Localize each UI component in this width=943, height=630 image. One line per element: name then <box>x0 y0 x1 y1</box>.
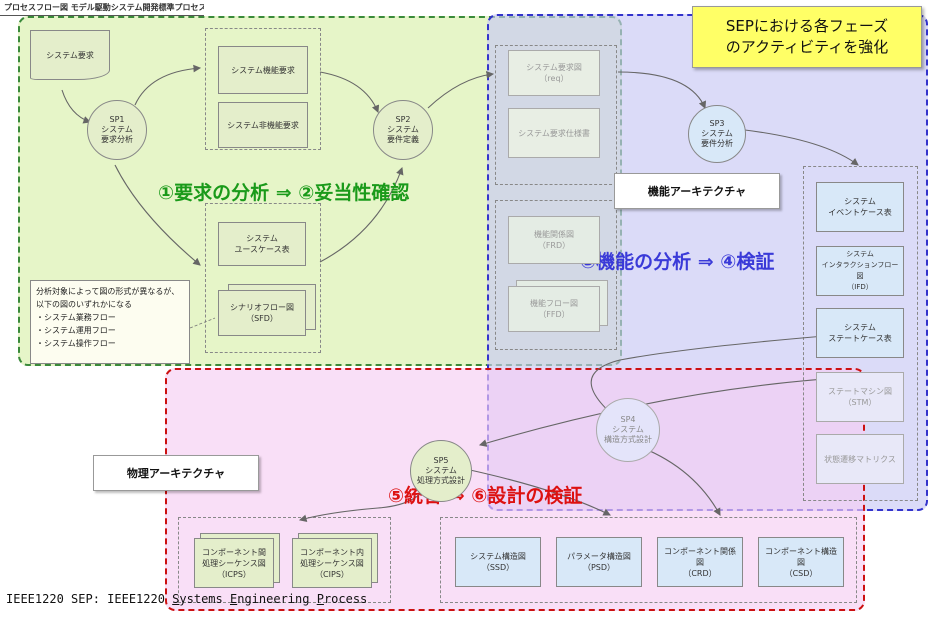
structure-group <box>440 517 857 603</box>
function-group <box>495 200 617 350</box>
process-sp2: SP2 システム 要件定義 <box>373 100 433 160</box>
doc-system-requirements: システム要求 <box>30 30 110 80</box>
doc-icps: コンポーネント間 処理シーケンス図 （ICPS） <box>194 538 274 588</box>
footer-prefix: IEEE1220 SEP: IEEE1220 <box>6 592 173 606</box>
doc-psd: パラメータ構造図 （PSD） <box>556 537 642 587</box>
footer-caption: IEEE1220 SEP: IEEE1220 Systems Engineeri… <box>6 592 367 606</box>
footer-word-process: rocess <box>323 592 368 606</box>
doc-usecase-table: システム ユースケース表 <box>218 222 306 266</box>
doc-state-matrix: 状態遷移マトリクス <box>816 434 904 484</box>
diagram-title: プロセスフロー図 モデル駆動システム開発標準プロセス <box>0 0 204 16</box>
footer-initial-s: S <box>172 592 180 606</box>
doc-req-spec: システム要求仕様書 <box>508 108 600 158</box>
doc-nonfunctional-req: システム非機能要求 <box>218 102 308 148</box>
doc-event-case: システム イベントケース表 <box>816 182 904 232</box>
callout-physical-architecture: 物理アーキテクチャ <box>93 455 259 491</box>
doc-stm: ステートマシン図 （STM） <box>816 372 904 422</box>
callout-functional-architecture: 機能アーキテクチャ <box>614 173 780 209</box>
footer-initial-e: E <box>229 592 238 606</box>
doc-state-case: システム ステートケース表 <box>816 308 904 358</box>
usecase-group <box>205 203 321 353</box>
blue-zone-label: ③機能の分析 ⇒ ④検証 <box>580 251 775 273</box>
doc-ifd: システム インタラクションフロー図 （IFD） <box>816 246 904 296</box>
doc-ssd: システム構造図 （SSD） <box>455 537 541 587</box>
process-sp5: SP5 システム 処理方式設計 <box>410 440 472 502</box>
doc-scenario-flow: シナリオフロー図 （SFD） <box>218 290 306 336</box>
process-sp3: SP3 システム 要件分析 <box>688 105 746 163</box>
note-analysis-target: 分析対象によって図の形式が異なるが、 以下の図のいずれかになる ・システム業務フ… <box>30 280 190 364</box>
doc-frd: 機能関係図 （FRD） <box>508 216 600 264</box>
req-doc-group <box>495 45 617 185</box>
footer-word-engineering: ngineering <box>237 592 317 606</box>
green-zone-label: ①要求の分析 ⇒ ②妥当性確認 <box>158 182 410 204</box>
doc-ffd: 機能フロー図 （FFD） <box>508 286 600 332</box>
callout-sep-phases: SEPにおける各フェーズ のアクティビティを強化 <box>692 6 922 68</box>
process-sp4: SP4 システム 構造方式設計 <box>596 398 660 462</box>
footer-word-systems: ystems <box>179 592 230 606</box>
process-sp1: SP1 システム 要求分析 <box>87 100 147 160</box>
doc-req-diagram: システム要求図 （req） <box>508 50 600 96</box>
state-group <box>803 166 918 501</box>
sequence-group <box>178 517 391 603</box>
doc-cips: コンポーネント内 処理シーケンス図 （CIPS） <box>292 538 372 588</box>
red-zone <box>165 368 865 611</box>
doc-csd: コンポーネント構造図 （CSD） <box>758 537 844 587</box>
footer-initial-p: P <box>316 592 324 606</box>
requirements-group <box>205 28 321 150</box>
doc-crd: コンポーネント関係図 （CRD） <box>657 537 743 587</box>
doc-functional-req: システム機能要求 <box>218 46 308 94</box>
